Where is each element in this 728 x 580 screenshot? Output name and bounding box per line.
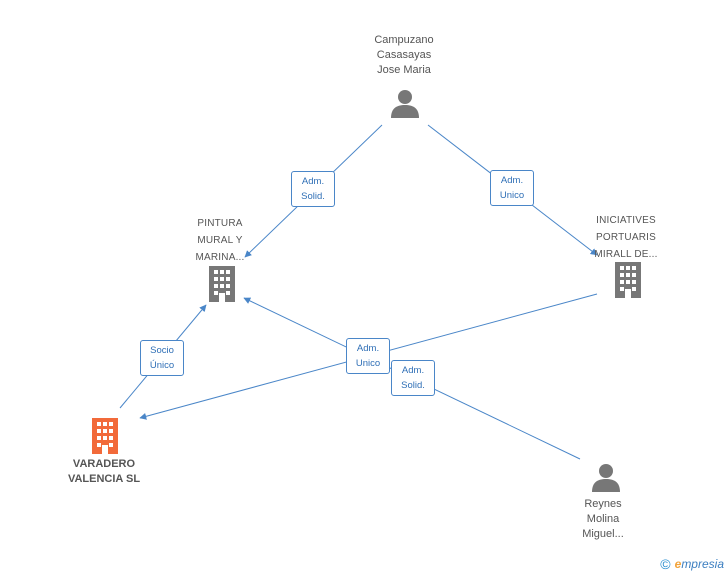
person-icon[interactable] xyxy=(591,463,621,493)
edge-label-iniciatives-varadero[interactable]: Adm. Unico xyxy=(346,338,390,374)
edge-label-campuzano-pintura[interactable]: Adm. Solid. xyxy=(291,171,335,207)
node-label-campuzano: Campuzano Casasayas Jose Maria xyxy=(374,34,434,76)
copyright-symbol: © xyxy=(660,556,671,572)
node-label-iniciatives: INICIATIVES PORTUARIS MIRALL DE... xyxy=(594,215,658,260)
building-icon[interactable] xyxy=(206,266,238,302)
edge-label-campuzano-iniciatives[interactable]: Adm. Unico xyxy=(490,170,534,206)
node-label-pintura: PINTURA MURAL Y MARINA... xyxy=(195,218,245,263)
node-label-reynes: Reynes Molina Miguel... xyxy=(582,498,624,540)
brand-footer: © empresia xyxy=(660,556,724,572)
building-icon[interactable] xyxy=(89,418,121,454)
node-label-varadero: VARADERO VALENCIA SL xyxy=(67,458,141,485)
edge-label-varadero-pintura[interactable]: Socio Único xyxy=(140,340,184,376)
edge-label-reynes-pintura[interactable]: Adm. Solid. xyxy=(391,360,435,396)
person-icon[interactable] xyxy=(390,89,420,119)
brand-logo: empresia xyxy=(674,557,724,571)
building-icon[interactable] xyxy=(612,262,644,298)
